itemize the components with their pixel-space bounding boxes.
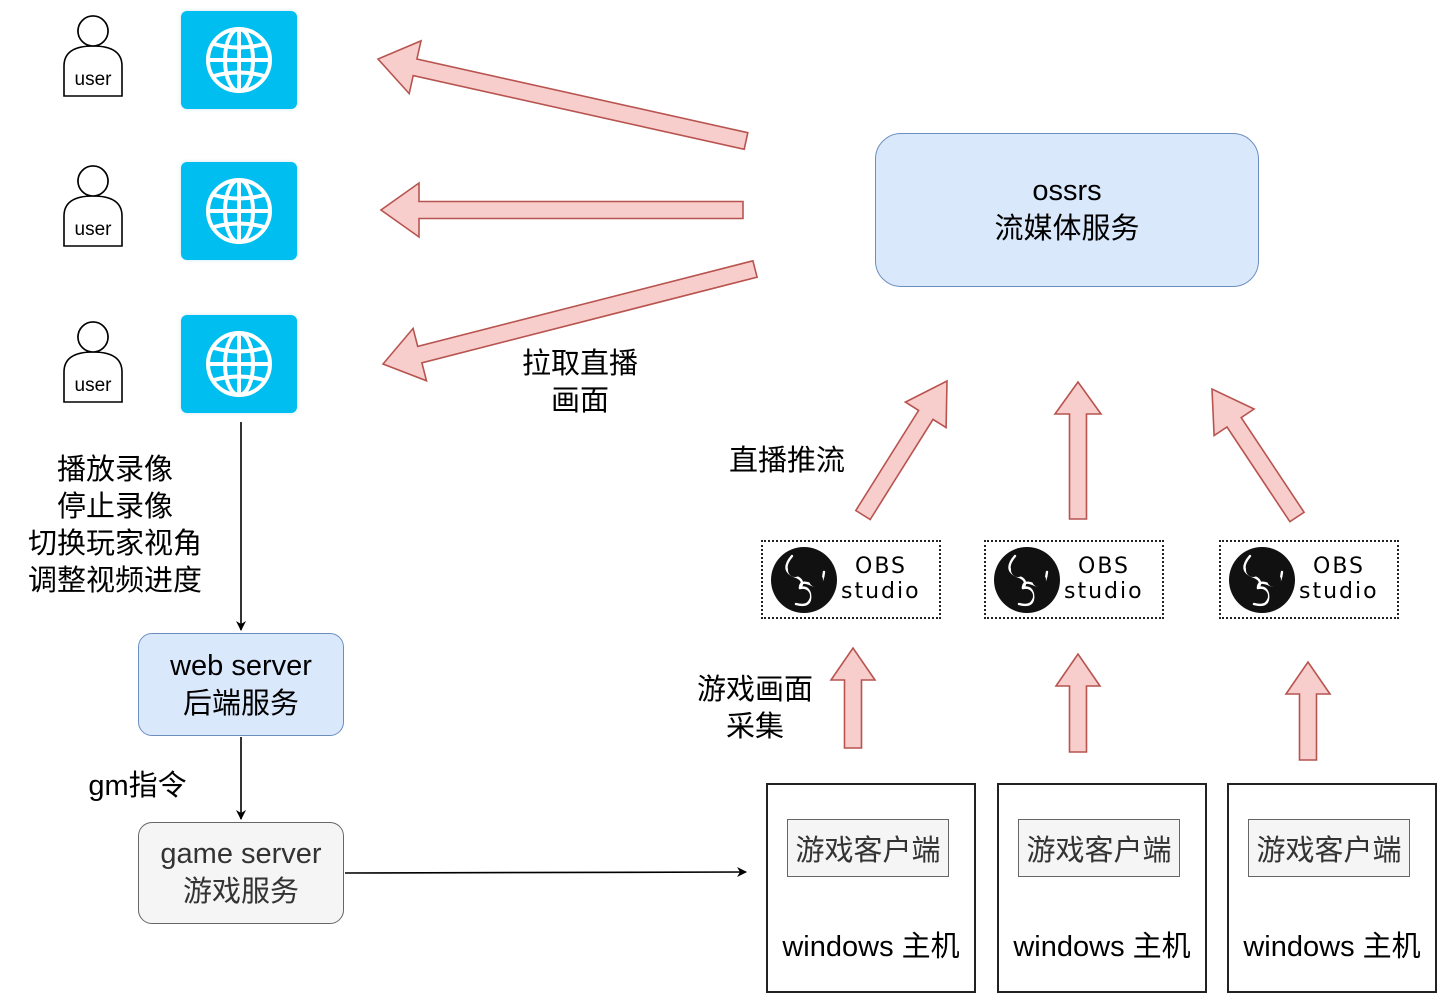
action-stop-recording: 停止录像 — [56, 491, 173, 523]
user-label: user — [74, 219, 112, 240]
web-server-subtitle: 后端服务 — [182, 687, 299, 720]
globe-icon — [206, 331, 272, 397]
game-client[interactable]: 游戏客户端 — [1018, 819, 1180, 877]
windows-host[interactable]: 游戏客户端 windows 主机 — [766, 783, 976, 993]
user-label: user — [74, 69, 112, 90]
capture-label-line2: 采集 — [725, 711, 784, 743]
obs-brand: OBS — [1078, 554, 1130, 579]
user-icon — [63, 321, 123, 403]
host-label: windows 主机 — [1013, 931, 1191, 963]
obs-logo-icon — [994, 547, 1060, 613]
capture-arrow — [1054, 652, 1102, 753]
game-server-title: game server — [160, 838, 322, 870]
obs-product: studio — [1299, 579, 1379, 604]
user-label: user — [74, 375, 112, 396]
user-icon — [63, 15, 123, 97]
windows-host[interactable]: 游戏客户端 windows 主机 — [997, 783, 1207, 993]
web-server-title: web server — [170, 649, 312, 682]
action-switch-player-view: 切换玩家视角 — [27, 528, 202, 560]
web-server-node[interactable]: web server 后端服务 — [138, 633, 344, 736]
user-actor: user — [62, 14, 124, 98]
pull-stream-label: 拉取直播 画面 — [505, 346, 655, 420]
action-play-recording: 播放录像 — [56, 454, 173, 486]
host-label: windows 主机 — [1243, 931, 1421, 963]
pull-stream-arrow — [379, 181, 744, 239]
push-stream-arrow — [1053, 380, 1103, 520]
user-actor: user — [62, 320, 124, 404]
capture-label: 游戏画面 采集 — [680, 672, 830, 746]
game-client[interactable]: 游戏客户端 — [787, 819, 949, 877]
push-stream-arrow — [854, 379, 948, 521]
ossrs-streaming-server[interactable]: ossrs 流媒体服务 — [875, 133, 1259, 287]
user-actor: user — [62, 164, 124, 248]
capture-label-line1: 游戏画面 — [696, 674, 813, 706]
pull-stream-label-line2: 画面 — [550, 385, 609, 417]
gm-command-label: gm指令 — [88, 770, 187, 802]
push-stream-label: 直播推流 — [728, 445, 845, 477]
pull-stream-arrow — [381, 259, 759, 383]
globe-icon — [206, 27, 272, 93]
pull-stream-arrow — [376, 39, 749, 151]
ossrs-subtitle: 流媒体服务 — [994, 213, 1140, 245]
pull-stream-label-line1: 拉取直播 — [521, 348, 638, 380]
host-label: windows 主机 — [782, 931, 960, 963]
capture-arrow — [1284, 660, 1332, 761]
globe-icon — [206, 178, 272, 244]
windows-host[interactable]: 游戏客户端 windows 主机 — [1227, 783, 1437, 993]
game-client[interactable]: 游戏客户端 — [1248, 819, 1410, 877]
game-server-subtitle: 游戏服务 — [182, 876, 299, 908]
obs-brand: OBS — [855, 554, 907, 579]
user-icon — [63, 165, 123, 247]
obs-brand: OBS — [1313, 554, 1365, 579]
browser-client[interactable] — [181, 11, 297, 109]
push-stream-arrow — [1211, 387, 1306, 523]
gameserver-to-hosts-connector — [344, 867, 747, 878]
obs-logo-icon — [1229, 547, 1295, 613]
obs-product: studio — [841, 579, 921, 604]
browser-client[interactable] — [181, 162, 297, 260]
browser-client[interactable] — [181, 315, 297, 413]
ossrs-title: ossrs — [1032, 175, 1102, 207]
capture-arrow — [829, 646, 877, 749]
obs-logo-icon — [771, 547, 837, 613]
user-actions-label: 播放录像 停止录像 切换玩家视角 调整视频进度 — [10, 452, 220, 600]
action-adjust-video-progress: 调整视频进度 — [27, 565, 202, 597]
game-server-node[interactable]: game server 游戏服务 — [138, 822, 344, 924]
obs-product: studio — [1064, 579, 1144, 604]
